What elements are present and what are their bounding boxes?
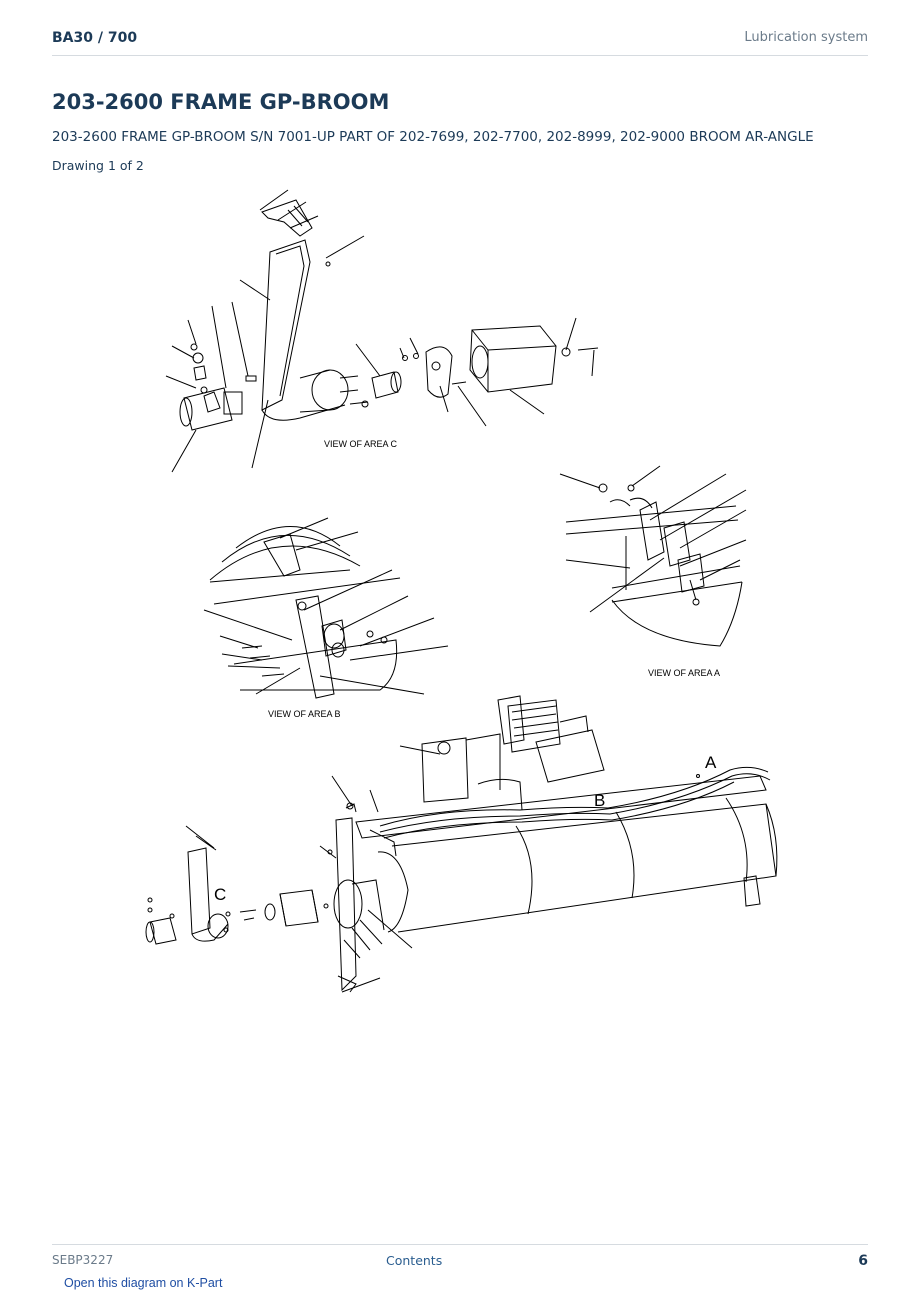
document-code: SEBP3227 <box>52 1253 114 1267</box>
page-title: 203-2600 FRAME GP-BROOM <box>52 90 390 114</box>
model-label: BA30 / 700 <box>52 30 138 46</box>
drawing-counter: Drawing 1 of 2 <box>52 158 144 173</box>
view-area-c-label: VIEW OF AREA C <box>324 439 398 449</box>
callout-c: C <box>214 885 226 904</box>
page-subtitle: 203-2600 FRAME GP-BROOM S/N 7001-UP PART… <box>52 129 814 145</box>
callout-b: B <box>594 791 605 810</box>
view-area-a-label: VIEW OF AREA A <box>648 668 720 678</box>
contents-link[interactable]: Contents <box>386 1253 443 1268</box>
section-label: Lubrication system <box>744 30 868 45</box>
view-area-b-drawing <box>203 517 449 699</box>
page-footer: SEBP3227 Contents 6 <box>52 1244 868 1275</box>
broom-assembly-drawing <box>145 695 778 993</box>
view-area-c-drawing <box>165 189 599 473</box>
callout-a: A <box>705 753 717 772</box>
page-header: BA30 / 700 Lubrication system <box>52 28 868 56</box>
kpart-diagram-link[interactable]: Open this diagram on K-Part <box>64 1276 223 1290</box>
view-area-b-label: VIEW OF AREA B <box>268 709 341 719</box>
view-area-a-drawing <box>559 465 747 647</box>
page-number: 6 <box>858 1253 868 1269</box>
